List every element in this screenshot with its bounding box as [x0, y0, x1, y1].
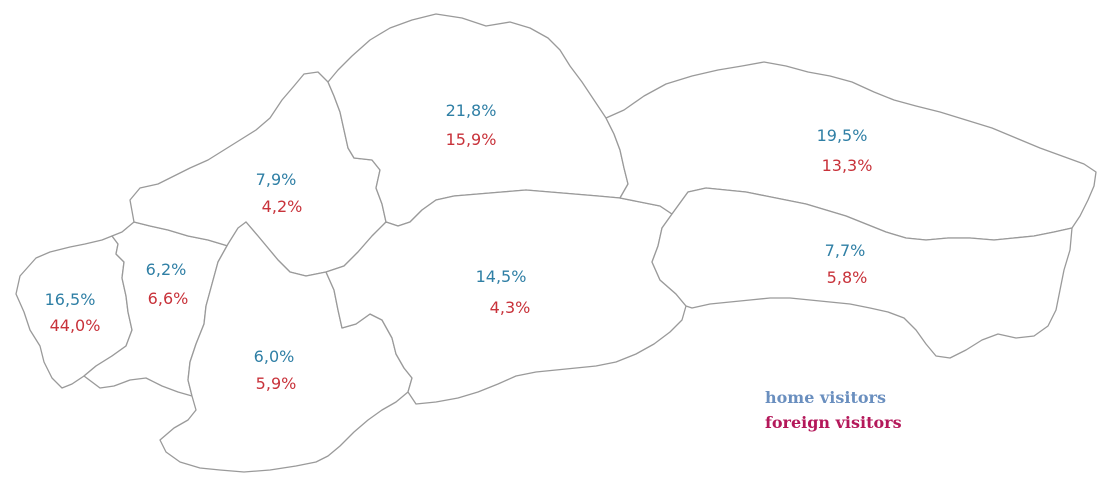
trencin-foreign-value: 4,2%: [261, 197, 303, 216]
zilina-home-value: 21,8%: [445, 101, 497, 120]
kosice-home-value: 7,7%: [824, 241, 866, 260]
trencin-home-value: 7,9%: [255, 170, 297, 189]
kosice-foreign-value: 5,8%: [826, 268, 868, 287]
bratislava-foreign-value: 44,0%: [49, 316, 101, 335]
bratislava-home-value: 16,5%: [44, 290, 96, 309]
banska-bystrica-foreign-value: 4,3%: [489, 298, 531, 317]
legend-foreign-visitors: foreign visitors: [765, 413, 902, 432]
nitra-home-value: 6,0%: [253, 347, 295, 366]
legend-home-visitors: home visitors: [765, 388, 886, 407]
nitra-foreign-value: 5,9%: [255, 374, 297, 393]
presov-foreign-value: 13,3%: [821, 156, 873, 175]
zilina-foreign-value: 15,9%: [445, 130, 497, 149]
banska-bystrica-home-value: 14,5%: [475, 267, 527, 286]
region-kosice: [651, 187, 1073, 359]
region-banska-bystrica: [325, 189, 687, 405]
presov-home-value: 19,5%: [816, 126, 868, 145]
trnava-foreign-value: 6,6%: [147, 289, 189, 308]
trnava-home-value: 6,2%: [145, 260, 187, 279]
